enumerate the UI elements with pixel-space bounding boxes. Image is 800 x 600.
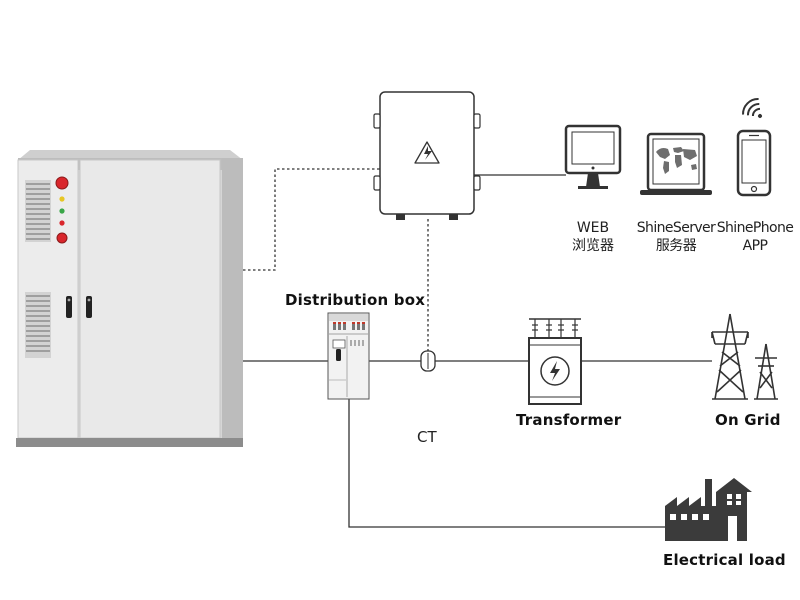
transformer-label: Transformer [516, 411, 622, 429]
warning-icon [414, 141, 440, 164]
on-grid-label: On Grid [715, 411, 781, 429]
indicator-red-button [56, 232, 68, 244]
distribution-box-label: Distribution box [285, 291, 426, 309]
connection-lines [243, 168, 712, 528]
phone-label-line2: APP [742, 238, 768, 254]
server-label: ShineServer 服务器 [636, 219, 716, 255]
indicator-green [59, 208, 65, 214]
phone-app-label: ShinePhone APP [716, 219, 794, 255]
web-label-line1: WEB [576, 220, 610, 236]
transformer-icon [528, 318, 582, 405]
distribution-box-icon [327, 312, 370, 400]
server-label-line1: ShineServer [636, 220, 716, 236]
factory-icon [665, 478, 752, 541]
power-tower-icon [711, 313, 778, 400]
indicator-yellow [59, 196, 65, 202]
vent-lower [25, 292, 51, 358]
electrical-load-label: Electrical load [663, 551, 786, 569]
wifi-icon [742, 98, 762, 118]
dashed-link-cabinet-logger [243, 168, 380, 271]
ct-label: CT [417, 428, 437, 446]
indicator-red [59, 220, 65, 226]
cabinet-handle-right [86, 296, 92, 318]
world-map-icon [656, 147, 697, 174]
indicator-red-large [55, 176, 69, 190]
server-label-line2: 服务器 [655, 238, 697, 254]
vent-upper [25, 180, 51, 242]
web-label-line2: 浏览器 [572, 238, 614, 254]
smartphone-icon [736, 129, 772, 197]
desktop-monitor-icon [564, 124, 622, 189]
datalogger-box-icon [373, 91, 481, 220]
storage-cabinet-icon [16, 150, 243, 447]
web-monitor-label: WEB 浏览器 [563, 219, 623, 255]
current-transformer-icon [420, 350, 436, 372]
phone-label-line1: ShinePhone [716, 220, 794, 236]
link-distribution-load [348, 399, 665, 528]
cabinet-handle-left [66, 296, 72, 318]
laptop-icon [640, 132, 712, 195]
